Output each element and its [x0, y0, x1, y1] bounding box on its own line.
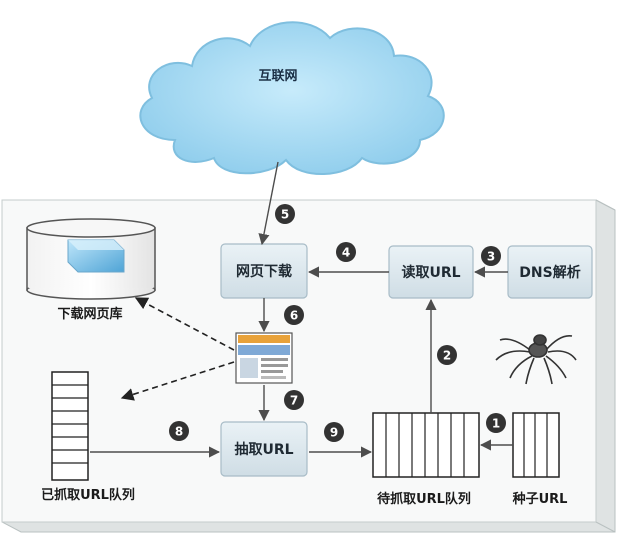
svg-text:7: 7	[290, 394, 298, 408]
download-label: 网页下载	[236, 263, 292, 280]
svg-text:6: 6	[290, 309, 298, 323]
step-badge-5: 5	[275, 204, 295, 224]
svg-text:3: 3	[487, 250, 495, 264]
pending-url-queue	[372, 412, 480, 478]
pending-queue-caption: 待抓取URL队列	[376, 491, 471, 507]
seed-caption: 种子URL	[512, 491, 568, 507]
arrow-internet-to-download	[258, 161, 279, 246]
crawled-queue-caption: 已抓取URL队列	[41, 487, 135, 503]
step-badge-7: 7	[284, 390, 304, 410]
page-store-caption: 下载网页库	[57, 306, 122, 322]
webpage-thumbnail-icon	[235, 332, 293, 384]
svg-text:1: 1	[492, 417, 500, 431]
download-node: 网页下载	[220, 243, 308, 299]
step-badge-4: 4	[336, 242, 356, 262]
read-url-node: 读取URL	[388, 245, 474, 299]
step-badge-9: 9	[324, 422, 344, 442]
step-badge-3: 3	[481, 246, 501, 266]
step-badge-1: 1	[486, 413, 506, 433]
svg-text:2: 2	[443, 349, 451, 363]
step-badge-2: 2	[437, 345, 457, 365]
crawled-url-queue	[51, 371, 89, 481]
dns-node: DNS解析	[507, 245, 593, 299]
arrow-page-to-store	[134, 297, 235, 351]
step-badge-8: 8	[169, 421, 189, 441]
spider-icon	[495, 334, 577, 385]
extract-label: 抽取URL	[234, 441, 293, 458]
cloud-label: 互联网	[258, 69, 297, 84]
seed-url-queue	[512, 412, 560, 478]
svg-text:5: 5	[281, 208, 289, 222]
step-badge-6: 6	[284, 305, 304, 325]
dashed-arrows	[120, 297, 235, 401]
step-badges: 1 2 3 4 5 6 7 8 9	[169, 204, 506, 442]
svg-text:4: 4	[342, 246, 350, 260]
cloud-icon	[139, 21, 445, 175]
svg-text:8: 8	[175, 425, 183, 439]
dns-label: DNS解析	[519, 264, 580, 281]
database-icon	[26, 218, 156, 300]
flow-arrows	[90, 161, 513, 458]
svg-text:9: 9	[330, 426, 338, 440]
extract-node: 抽取URL	[220, 421, 308, 477]
read-url-label: 读取URL	[401, 264, 460, 281]
